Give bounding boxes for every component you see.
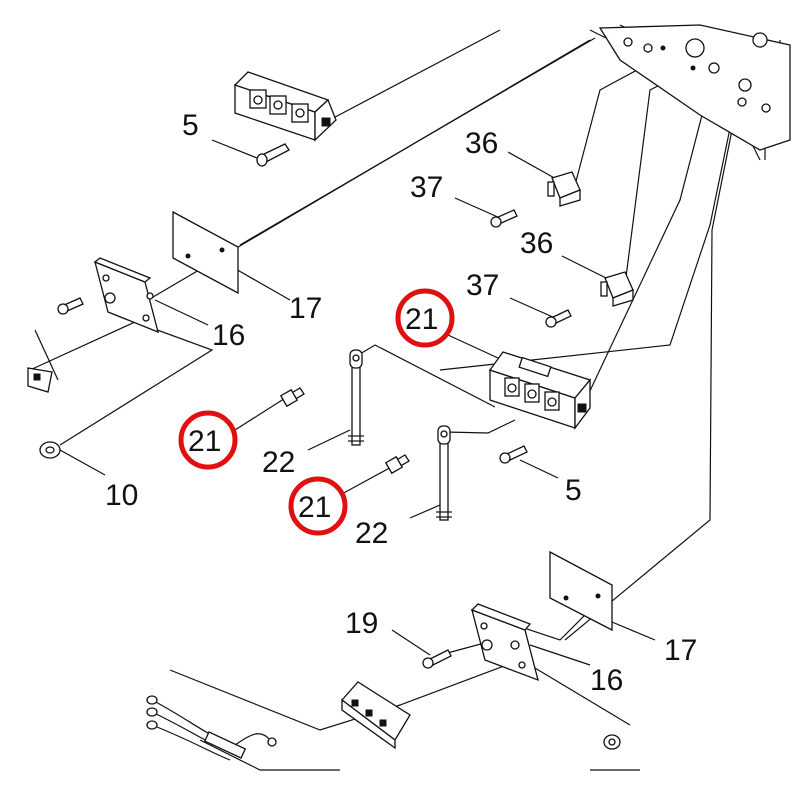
callout-5-top: 5 — [182, 109, 199, 142]
highlight-circle-21-left — [178, 410, 238, 470]
connector-left — [27, 367, 53, 393]
clip-36-upper — [547, 171, 581, 207]
screw-left — [57, 297, 84, 315]
heat-plate-16-bottom — [470, 603, 539, 682]
callout-5-mid: 5 — [565, 474, 582, 507]
power-module-21 — [488, 351, 592, 430]
callout-21-lower: 21 — [298, 491, 331, 524]
screw-19 — [422, 649, 452, 669]
callout-16-top: 16 — [212, 319, 245, 352]
callout-labels: 5 36 37 36 37 17 16 21 21 22 21 22 10 5 … — [105, 109, 697, 697]
callout-37-b: 37 — [466, 269, 499, 302]
callout-17-top: 17 — [289, 292, 322, 325]
callout-21-left: 21 — [188, 425, 221, 458]
bus-rod-22-lower — [436, 425, 452, 521]
nut-bottom — [603, 734, 621, 750]
callout-10: 10 — [105, 479, 138, 512]
callout-19: 19 — [345, 607, 378, 640]
wire-harness — [146, 695, 277, 761]
insulation-sheet-17-top — [172, 210, 239, 295]
callout-17-bottom: 17 — [664, 634, 697, 667]
screw-5-top — [256, 143, 290, 167]
bolt-21-left — [279, 387, 305, 408]
highlight-circle-21-module — [395, 288, 455, 348]
highlight-circles — [178, 288, 455, 536]
nut-10 — [39, 441, 61, 459]
screw-37-lower — [545, 309, 572, 328]
terminal-block-bottom — [341, 681, 411, 750]
callout-37-a: 37 — [410, 171, 443, 204]
clip-36-lower — [600, 271, 634, 307]
bolt-21-lower — [384, 454, 410, 475]
insulation-sheet-17-bottom — [549, 550, 613, 632]
callout-21-module: 21 — [405, 303, 438, 336]
highlight-circle-21-lower — [288, 476, 348, 536]
callout-22-lower: 22 — [355, 517, 388, 550]
callout-36-a: 36 — [465, 127, 498, 160]
callout-pointers — [59, 139, 656, 666]
screw-5-mid — [499, 445, 528, 464]
callout-16-bottom: 16 — [590, 664, 623, 697]
callout-36-b: 36 — [520, 227, 553, 260]
callout-22-left: 22 — [262, 446, 295, 479]
bus-rod-22-left — [348, 349, 364, 446]
screw-37-upper — [490, 209, 518, 228]
power-module-top — [233, 71, 337, 142]
heat-plate-16-left — [93, 257, 159, 334]
frame-panel — [598, 24, 791, 151]
